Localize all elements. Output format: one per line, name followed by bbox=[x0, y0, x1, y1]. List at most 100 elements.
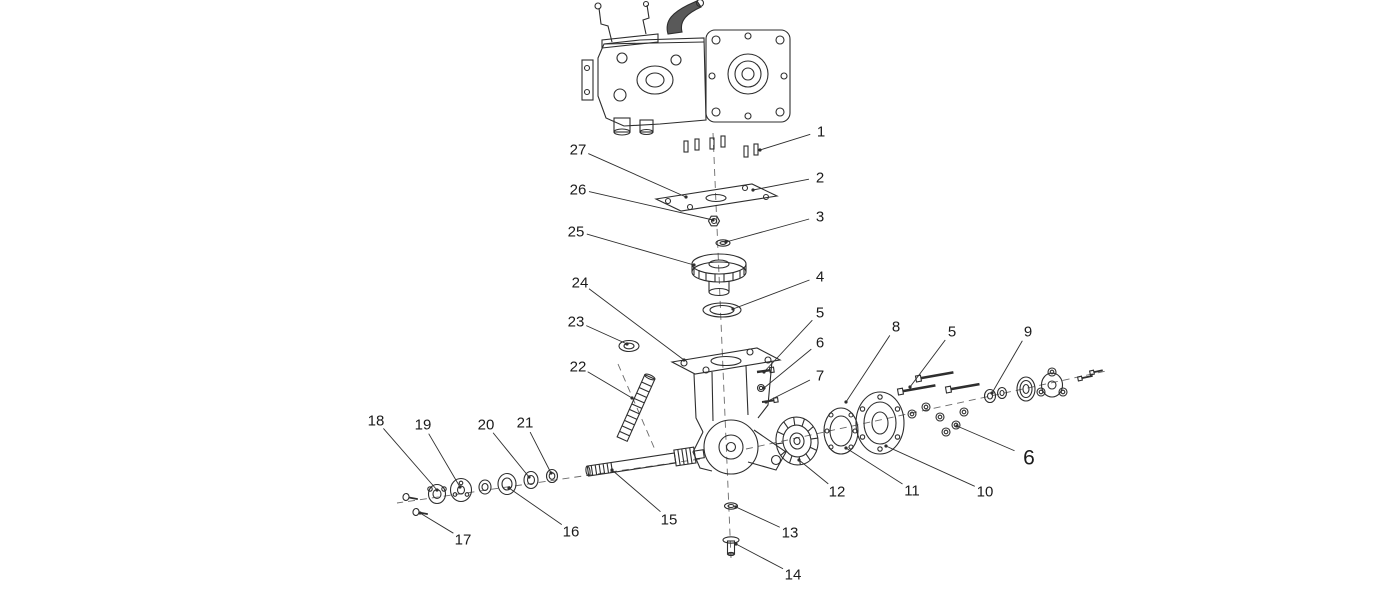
part-label-2-2: 2 bbox=[816, 169, 824, 186]
part-label-8-13: 8 bbox=[892, 318, 900, 335]
part-label-24-7: 24 bbox=[572, 274, 589, 291]
leader-dot-10 bbox=[884, 444, 888, 448]
part-small-bolts-right bbox=[1076, 369, 1103, 382]
leader-line-25 bbox=[586, 233, 695, 266]
part-24-housing bbox=[670, 347, 787, 475]
leader-dot-21 bbox=[549, 471, 553, 475]
leader-line-4 bbox=[732, 279, 810, 310]
part-4-ring bbox=[702, 302, 742, 318]
leader-dot-5 bbox=[762, 370, 766, 374]
leader-line-7 bbox=[765, 379, 811, 403]
leader-dot-2 bbox=[751, 188, 755, 192]
leader-dot-6 bbox=[955, 424, 959, 428]
leader-dot-22 bbox=[630, 396, 634, 400]
part-13-washer bbox=[723, 502, 739, 510]
part-5-bolts bbox=[896, 371, 980, 396]
leader-line-13 bbox=[735, 506, 780, 528]
part-label-12-17: 12 bbox=[829, 483, 846, 500]
leader-line-26 bbox=[588, 191, 714, 221]
part-label-5-8: 5 bbox=[816, 304, 824, 321]
part-label-6-16: 6 bbox=[1023, 446, 1035, 469]
vertical-center-line bbox=[712, 132, 732, 559]
leader-dot-19 bbox=[458, 485, 462, 489]
part-12-gear bbox=[775, 416, 819, 466]
leader-dot-11 bbox=[844, 446, 848, 450]
part-label-5-14: 5 bbox=[948, 323, 956, 340]
part-label-4-6: 4 bbox=[816, 268, 824, 285]
part-18-cap bbox=[427, 483, 447, 505]
part-11-bearing-plate bbox=[823, 407, 859, 455]
part-27-gasket-plate bbox=[654, 183, 779, 212]
part-14-bolt bbox=[722, 536, 740, 557]
leader-line-23 bbox=[586, 325, 628, 345]
leader-dot-23 bbox=[625, 342, 629, 346]
part-16-bearing bbox=[497, 472, 517, 496]
part-26-nut bbox=[707, 215, 721, 227]
leader-line-10 bbox=[885, 445, 975, 487]
part-label-9-15: 9 bbox=[1024, 323, 1032, 340]
part-label-22-11: 22 bbox=[570, 358, 587, 375]
leader-line-21 bbox=[529, 431, 552, 474]
leader-dot-3 bbox=[724, 240, 728, 244]
part-10-cover bbox=[855, 391, 905, 455]
gearbox-assembly bbox=[581, 0, 791, 136]
part-label-1-0: 1 bbox=[817, 123, 825, 140]
leader-line-20 bbox=[492, 432, 530, 478]
part-23-ring bbox=[618, 339, 640, 353]
part-label-23-9: 23 bbox=[568, 313, 585, 330]
leader-line-24 bbox=[588, 288, 685, 361]
part-label-21-28: 21 bbox=[517, 414, 534, 431]
part-25-bevel-gear bbox=[691, 253, 747, 297]
part-label-11-18: 11 bbox=[904, 482, 920, 499]
leader-dot-14 bbox=[734, 542, 738, 546]
leader-dot-24 bbox=[682, 358, 686, 362]
part-22-splined-shaft bbox=[616, 373, 656, 443]
leader-line-14 bbox=[735, 543, 784, 570]
leader-dot-6 bbox=[762, 386, 766, 390]
part-label-6-10: 6 bbox=[816, 334, 824, 351]
part-15-shaft bbox=[585, 446, 705, 477]
part-9-washers bbox=[983, 386, 1008, 404]
part-label-26-3: 26 bbox=[570, 181, 587, 198]
input-shaft-center-line bbox=[617, 363, 657, 453]
leader-line-5 bbox=[909, 339, 946, 388]
leader-line-2 bbox=[752, 178, 810, 191]
leader-line-8 bbox=[845, 335, 891, 403]
leader-dot-7 bbox=[764, 400, 768, 404]
leader-line-27 bbox=[588, 153, 687, 198]
part-1-studs bbox=[683, 135, 759, 158]
leader-dot-16 bbox=[507, 486, 511, 490]
leader-line-18 bbox=[383, 428, 438, 491]
part-end-cover bbox=[1036, 367, 1068, 398]
part-label-15-22: 15 bbox=[661, 511, 678, 528]
part-label-7-12: 7 bbox=[816, 367, 824, 384]
shift-lever-small bbox=[594, 0, 650, 43]
part-label-16-23: 16 bbox=[563, 523, 580, 540]
leader-dot-5 bbox=[908, 385, 912, 389]
leader-dot-12 bbox=[797, 458, 801, 462]
leader-line-16 bbox=[508, 487, 563, 525]
leader-line-6 bbox=[956, 425, 1015, 452]
leader-dot-9 bbox=[990, 391, 994, 395]
leader-dot-26 bbox=[711, 218, 715, 222]
leader-line-1 bbox=[759, 133, 811, 151]
leader-line-5 bbox=[763, 319, 813, 373]
part-bearing-right bbox=[1016, 376, 1036, 402]
leader-dot-15 bbox=[610, 468, 614, 472]
part-label-17-24: 17 bbox=[455, 531, 472, 548]
leader-dot-1 bbox=[758, 148, 762, 152]
leader-line-15 bbox=[611, 469, 661, 513]
right-axis-center-line bbox=[745, 370, 1107, 450]
leader-dot-17 bbox=[418, 511, 422, 515]
part-19-flange bbox=[449, 477, 473, 503]
part-collar-left bbox=[478, 479, 492, 495]
leader-dot-25 bbox=[692, 263, 696, 267]
leader-line-11 bbox=[845, 447, 903, 485]
leader-line-22 bbox=[587, 371, 633, 399]
part-label-14-21: 14 bbox=[785, 566, 802, 583]
part-label-13-20: 13 bbox=[782, 524, 799, 541]
leader-dot-20 bbox=[527, 475, 531, 479]
